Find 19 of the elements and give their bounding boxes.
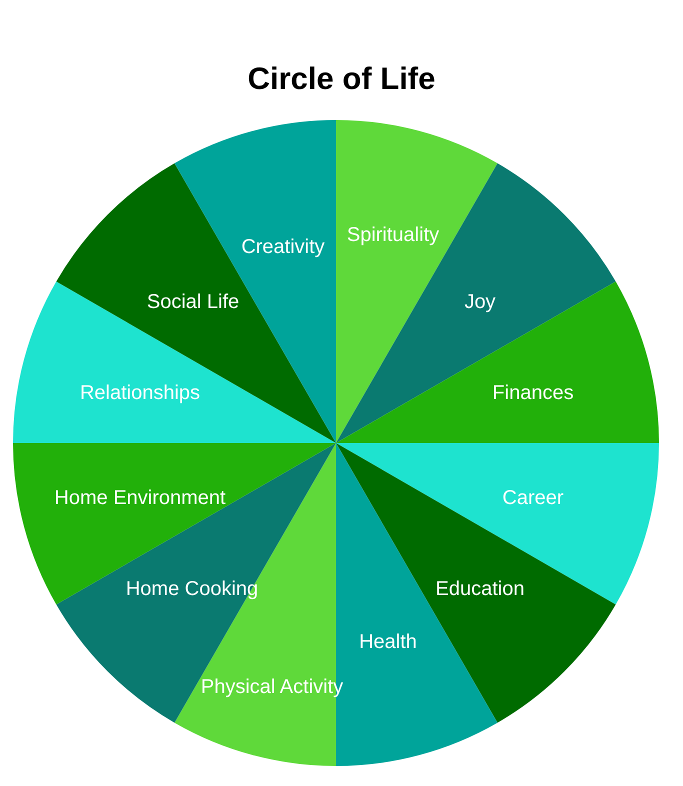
slice-label: Social Life — [146, 292, 240, 312]
slice-label: Education — [436, 579, 524, 599]
slice-label: Home Cooking — [126, 579, 258, 599]
chart-title: Circle of Life — [248, 60, 436, 98]
slice-label: Creativity — [241, 237, 325, 257]
slice-label: Relationships — [80, 383, 200, 403]
slice-label: Spirituality — [346, 225, 440, 245]
pie-slice — [13, 282, 336, 443]
slice-label: Finances — [492, 383, 574, 403]
pie-slice — [56, 163, 336, 443]
pie-slice — [13, 443, 336, 604]
slice-label: Physical Activity — [200, 677, 344, 697]
pie-slice — [336, 443, 659, 604]
pie-slice — [336, 282, 659, 443]
slice-label: Joy — [464, 292, 496, 312]
slice-label: Health — [359, 632, 417, 652]
slice-label: Home Environment — [54, 488, 226, 508]
pie-slice — [336, 163, 616, 443]
slice-label: Career — [502, 488, 564, 508]
